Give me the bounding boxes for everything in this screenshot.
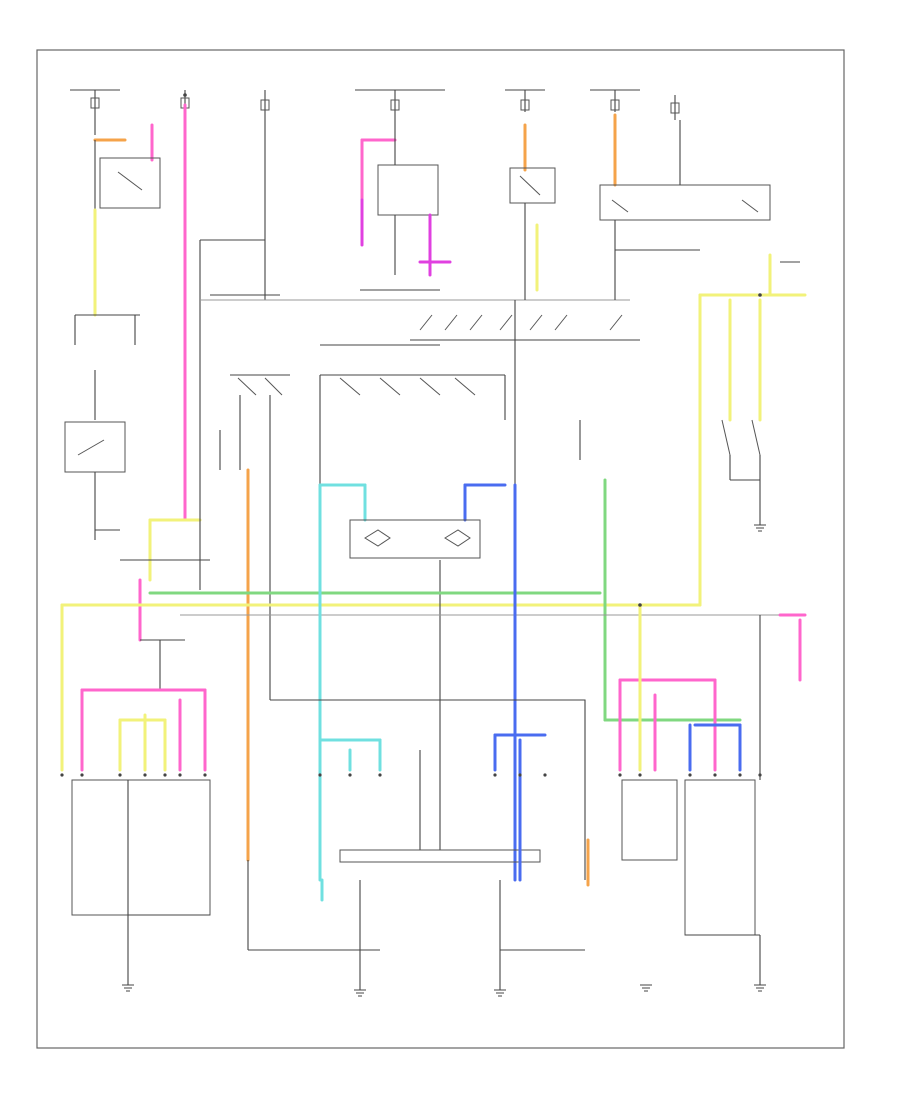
fuse-symbols [90, 97, 680, 114]
mid-left-wiring [199, 112, 630, 862]
connector-pins [60, 93, 762, 777]
diagram-border [36, 49, 845, 1049]
left-rear-lamps [71, 688, 211, 985]
left-tail-lamp-connector [60, 518, 210, 772]
dimmer-switch-row [410, 300, 640, 460]
right-top-relay-box [599, 113, 771, 300]
ground-symbols [122, 524, 766, 997]
left-column-circuit [64, 123, 161, 540]
right-stop-switches [721, 419, 761, 525]
top-centre-relay [360, 112, 452, 291]
instrument-cluster [318, 420, 516, 850]
right-yellow-trunk [138, 253, 807, 607]
mid-harness-line [270, 699, 586, 880]
power-feeds [70, 89, 676, 135]
headlamp-switch-group [230, 344, 506, 420]
front-right-lamps [493, 733, 590, 990]
front-left-lamps [247, 738, 541, 990]
centre-relay [509, 123, 556, 300]
right-rear-lamps [618, 603, 761, 985]
green-wires [148, 478, 742, 722]
